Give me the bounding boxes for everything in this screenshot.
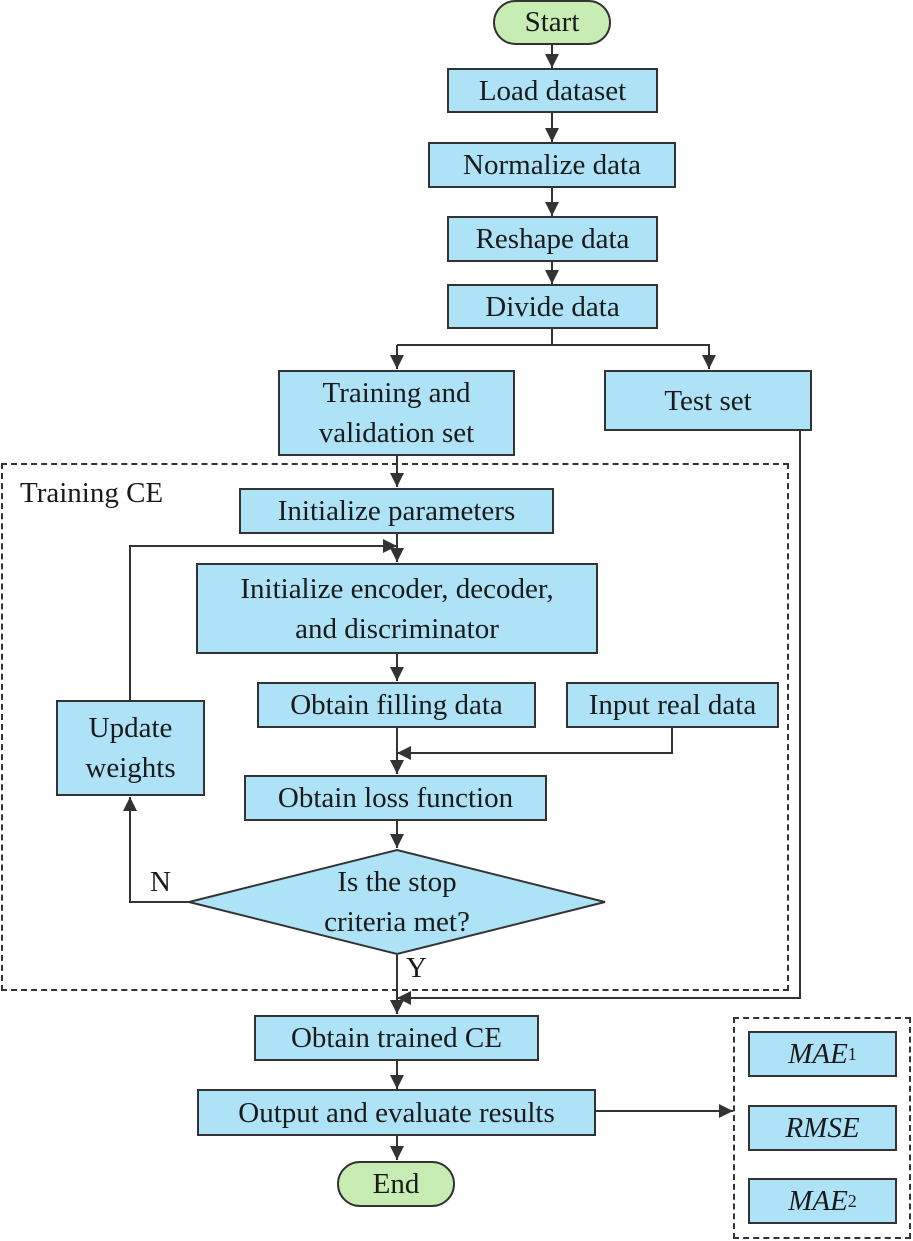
arrow-divide-split: [397, 328, 553, 346]
divide-data-box: Divide data: [447, 284, 658, 329]
training-validation-line2: validation set: [318, 417, 475, 449]
metric-mae1-label: MAE: [788, 1038, 848, 1070]
yes-label: Y: [406, 952, 427, 984]
metric-mae2-subscript: 2: [847, 1191, 857, 1211]
metric-rmse-box: RMSE: [748, 1105, 897, 1151]
output-evaluate-box: Output and evaluate results: [197, 1089, 596, 1136]
metric-rmse-label: RMSE: [785, 1112, 860, 1144]
initialize-models-line1: Initialize encoder, decoder,: [240, 572, 554, 605]
training-ce-group: [1, 463, 789, 991]
metric-mae2-label: MAE: [788, 1185, 848, 1217]
decision-line1: Is the stop: [337, 866, 457, 898]
no-label: N: [150, 866, 171, 898]
initialize-models-line2: and discriminator: [295, 612, 499, 645]
input-real-data-box: Input real data: [566, 682, 779, 728]
training-validation-box: Training and validation set: [278, 370, 515, 456]
decision-diamond: [188, 848, 606, 956]
test-set-box: Test set: [604, 370, 812, 431]
update-weights-line2: weights: [85, 752, 176, 784]
metrics-group: [733, 1017, 911, 1239]
decision-line2: criteria met?: [324, 906, 470, 938]
metric-mae1-subscript: 1: [847, 1044, 857, 1064]
training-validation-line1: Training and: [322, 377, 471, 409]
arrow-update-loop: [129, 539, 397, 700]
load-dataset-box: Load dataset: [447, 68, 658, 113]
obtain-filling-data-box: Obtain filling data: [257, 682, 536, 728]
arrow-real-join: [397, 727, 673, 760]
normalize-data-box: Normalize data: [428, 142, 676, 188]
obtain-trained-ce-box: Obtain trained CE: [254, 1015, 539, 1061]
arrow-decision-update: [123, 797, 189, 903]
reshape-data-box: Reshape data: [447, 216, 658, 262]
training-ce-label: Training CE: [20, 477, 164, 509]
initialize-models-box: Initialize encoder, decoder, and discrim…: [196, 563, 598, 654]
initialize-parameters-box: Initialize parameters: [239, 488, 554, 534]
update-weights-box: Update weights: [56, 700, 205, 796]
end-terminal: End: [337, 1161, 455, 1207]
obtain-loss-function-box: Obtain loss function: [244, 775, 547, 821]
update-weights-line1: Update: [88, 712, 173, 744]
arrow-to-test: [552, 344, 716, 369]
arrow-test-join: [397, 430, 801, 1005]
decision-text: Is the stop criteria met?: [277, 862, 517, 942]
start-terminal: Start: [493, 0, 611, 45]
